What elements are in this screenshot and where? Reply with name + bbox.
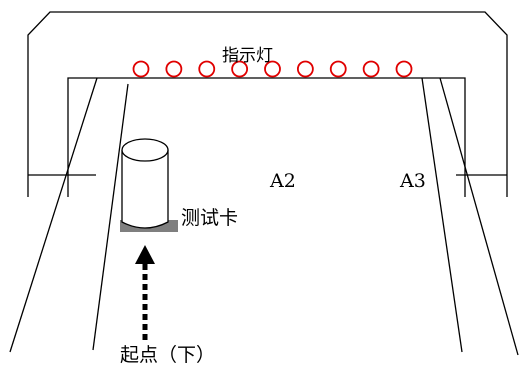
indicator-light <box>264 60 281 78</box>
indicator-light <box>165 60 183 78</box>
gate-frame-inner <box>67 77 466 197</box>
position-a3-label: A3 <box>400 170 426 192</box>
gate-frame-outer <box>27 11 508 197</box>
lane-line-right-inner <box>421 77 463 353</box>
indicator-light <box>132 60 150 78</box>
position-a2-label: A2 <box>270 170 296 192</box>
indicator-light <box>395 60 413 78</box>
indicator-light <box>329 60 347 78</box>
start-point-label: 起点（下） <box>120 344 216 366</box>
lane-line-left-inner <box>92 83 129 351</box>
indicator-light <box>231 60 249 78</box>
indicator-lights <box>132 60 413 78</box>
lane-line-right-outer <box>439 77 519 356</box>
test-card-cylinder-top <box>121 138 169 162</box>
indicator-light <box>362 60 380 78</box>
lane-line-left-outer <box>9 77 98 353</box>
test-card-label: 测试卡 <box>181 207 239 229</box>
indicator-light <box>198 60 216 78</box>
start-arrow-head <box>135 245 155 264</box>
indicator-light-label: 指示灯 <box>222 46 273 66</box>
indicator-light <box>296 60 314 78</box>
test-card-cylinder <box>121 150 169 229</box>
